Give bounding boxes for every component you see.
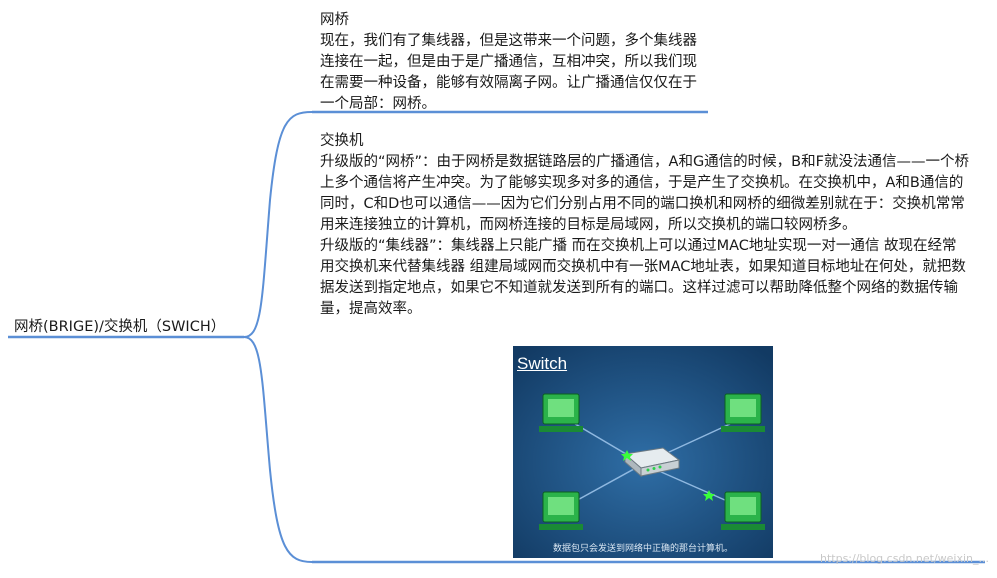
- node-bridge: 网桥 现在，我们有了集线器，但是这带来一个问题，多个集线器连接在一起，但是由于是…: [320, 10, 710, 115]
- branch-connector: [243, 111, 313, 563]
- switch-figure: Switch 数据包只会发送到网络中正确的那台计算机。: [513, 346, 773, 558]
- root-node-label: 网桥(BRIGE)/交换机（SWICH）: [14, 319, 226, 335]
- node-bridge-text: 现在，我们有了集线器，但是这带来一个问题，多个集线器连接在一起，但是由于是广播通…: [320, 33, 697, 112]
- node-switch-title: 交换机: [320, 133, 364, 149]
- computer-icon: [721, 491, 765, 530]
- computer-icon: [539, 491, 583, 530]
- node-underlines: [312, 110, 985, 564]
- packet-spark-icon: [621, 450, 715, 501]
- node-bridge-title: 网桥: [320, 12, 349, 28]
- watermark: https://blog.csdn.net/weixin_...: [819, 552, 989, 565]
- figure-title: Switch: [517, 354, 568, 373]
- switch-network-illustration: [513, 346, 773, 558]
- computer-icon: [721, 393, 765, 432]
- switch-device-icon: [623, 447, 681, 478]
- node-switch: 交换机 升级版的“网桥”：由于网桥是数据链路层的广播通信，A和G通信的时候，B和…: [320, 131, 970, 320]
- computer-icon: [539, 393, 583, 432]
- figure-caption: 数据包只会发送到网络中正确的那台计算机。: [552, 544, 733, 554]
- node-switch-text-2: 升级版的“集线器”：集线器上只能广播 而在交换机上可以通过MAC地址实现一对一通…: [320, 238, 966, 317]
- node-switch-text-1: 升级版的“网桥”：由于网桥是数据链路层的广播通信，A和G通信的时候，B和F就没法…: [320, 154, 969, 233]
